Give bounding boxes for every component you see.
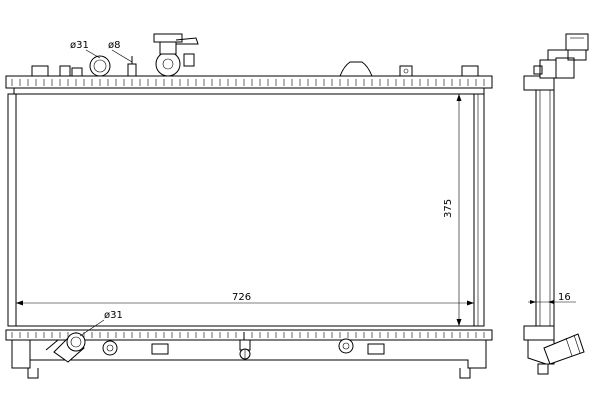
- dimension-height-label: 375: [443, 199, 454, 218]
- dimension-sensor-diameter-label: ø8: [108, 40, 120, 51]
- filler-neck: [153, 33, 199, 77]
- outlet-pipe: [45, 332, 86, 363]
- dimension-width-label: 726: [232, 292, 251, 303]
- dimension-lines: [16, 49, 576, 337]
- top-tank-ribs: [11, 79, 485, 86]
- side-view: [523, 33, 589, 375]
- top-tank: [5, 61, 493, 95]
- dimension-thickness-label: 16: [558, 292, 571, 303]
- bottom-tank-ribs: [11, 332, 485, 338]
- inlet-pipe: [89, 55, 111, 77]
- front-view: [5, 33, 493, 379]
- dimension-outlet-diameter-label: ø31: [104, 310, 123, 321]
- bottom-tank: [5, 325, 493, 379]
- sensor-port: [127, 56, 137, 77]
- dimension-inlet-diameter-label: ø31: [70, 40, 89, 51]
